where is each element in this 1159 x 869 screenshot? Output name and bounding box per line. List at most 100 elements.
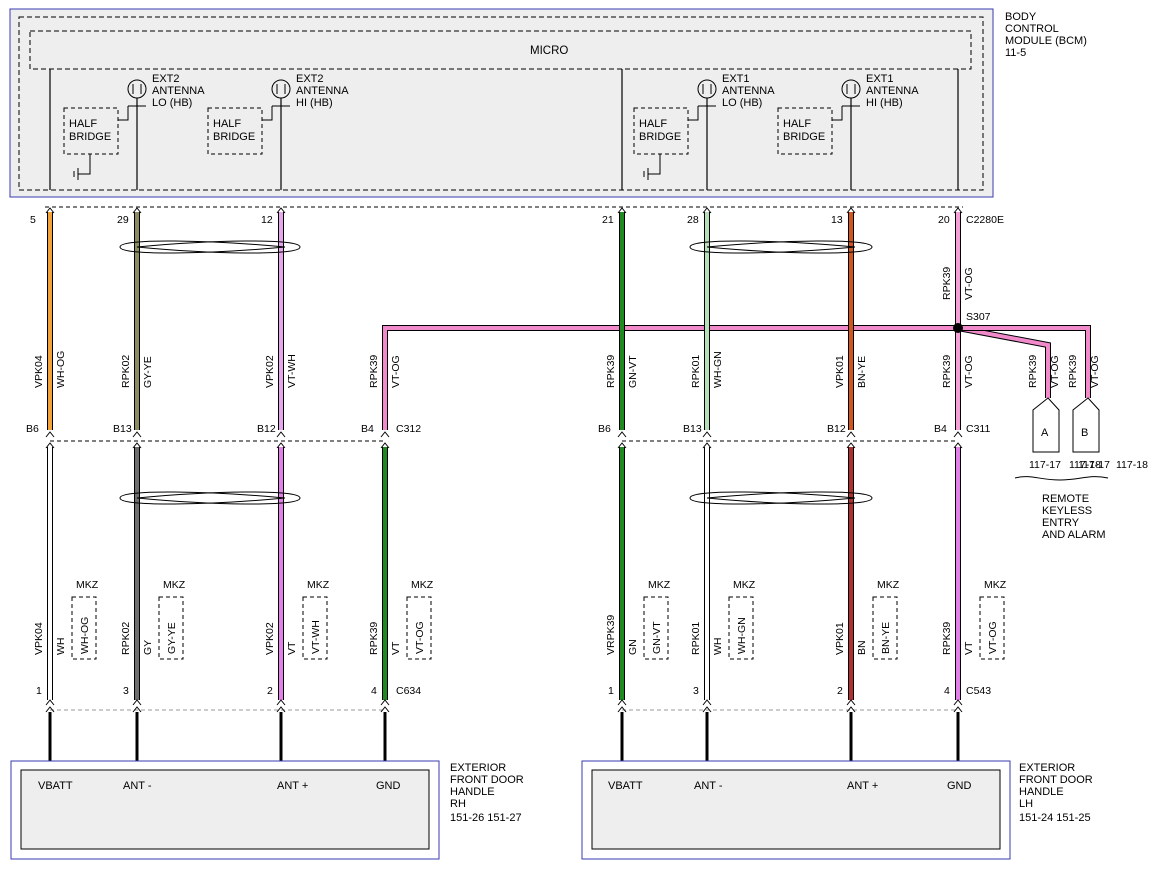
twisted-pair-lower-rh — [119, 491, 286, 505]
svg-text:RH: RH — [450, 798, 466, 810]
inline-pin-arrow-lower — [617, 442, 627, 449]
half-bridge-label: BRIDGE — [69, 131, 111, 143]
mkz-color-label: VT-OG — [987, 621, 999, 654]
handle-pin-arrow-lower — [617, 706, 627, 713]
wire-color-label: GY — [142, 640, 154, 655]
handle-pin-label: ANT - — [123, 780, 152, 792]
mkz-label: MKZ — [984, 579, 1007, 591]
svg-text:B: B — [1081, 427, 1088, 439]
mkz-color-label: WH-GN — [736, 617, 748, 654]
svg-text:151-24 151-25: 151-24 151-25 — [1019, 812, 1091, 824]
wire-color-label: VT — [286, 641, 298, 655]
svg-text:HI (HB): HI (HB) — [296, 97, 333, 109]
half-bridge-label: BRIDGE — [783, 131, 825, 143]
mkz-variant-box — [872, 596, 898, 660]
bcm-pin-arrow — [846, 207, 856, 214]
inline-pin-label: B12 — [257, 423, 276, 435]
svg-text:REMOTE: REMOTE — [1042, 493, 1089, 505]
antenna-ext2-hi: EXT2 ANTENNA HI (HB) — [271, 73, 349, 109]
handle-pin-label: ANT + — [277, 780, 308, 792]
handle-pin-label: GND — [947, 780, 972, 792]
handle-pin-arrow-lower — [380, 706, 390, 713]
wire-color-label: VT — [390, 641, 402, 655]
bcm-title-line: CONTROL — [1005, 23, 1059, 35]
wire-color-label: BN-YE — [856, 356, 868, 388]
svg-text:117-18: 117-18 — [1069, 459, 1101, 471]
twisted-pair-upper-rh — [136, 240, 301, 254]
wire-color-label: WH — [55, 638, 67, 656]
bcm-title: BODY CONTROL MODULE (BCM) 11-5 — [1005, 11, 1087, 59]
bcm-title-line: 11-5 — [1005, 47, 1026, 59]
half-bridge-label: HALF — [69, 118, 97, 130]
rpk39-harness — [382, 325, 1091, 430]
mkz-color-label: WH-OG — [79, 617, 91, 654]
wire-color-label: VT — [963, 641, 975, 655]
mkz-variant-box — [302, 596, 328, 660]
inline-pin-label: B6 — [598, 423, 611, 435]
bcm-pin-arrow — [45, 207, 55, 214]
half-bridge-label: HALF — [213, 118, 241, 130]
handle-pin-arrow-lower — [132, 706, 142, 713]
svg-text:EXT1: EXT1 — [866, 73, 894, 85]
half-bridge-label: HALF — [639, 118, 667, 130]
handle-pin-label: ANT - — [694, 780, 723, 792]
svg-text:117-17: 117-17 — [1078, 459, 1110, 471]
handle-pin-number: 1 — [608, 685, 614, 697]
wire-circuit-label: VPK04 — [33, 355, 45, 388]
inline-pin-label: B4 — [934, 423, 947, 435]
handle-lh: VBATT ANT - ANT + GND EXTERIOR FRONT DOO… — [581, 760, 1093, 860]
handle-pin-label: GND — [376, 780, 401, 792]
svg-text:HI (HB): HI (HB) — [866, 97, 903, 109]
wire-color-label: GN-VT — [627, 355, 639, 388]
wire-circuit-label: RPK01 — [690, 622, 702, 655]
handle-pin-number: 4 — [944, 685, 950, 697]
svg-text:RPK39: RPK39 — [1027, 355, 1039, 388]
handle-pin-label: ANT + — [847, 780, 878, 792]
svg-text:EXT1: EXT1 — [722, 73, 750, 85]
mkz-variant-box — [158, 596, 184, 660]
wire-color-label: WH-GN — [712, 351, 724, 388]
bcm-pin-arrow — [132, 207, 142, 214]
connector-label: C2280E — [966, 214, 1004, 226]
wire-circuit-label: RPK39 — [368, 622, 380, 655]
mkz-color-label: VT-OG — [414, 621, 426, 654]
inline-pin-arrow-lower — [132, 442, 142, 449]
handle-pin-arrow — [276, 699, 286, 706]
wire-circuit-label: RPK39 — [605, 355, 617, 388]
twisted-pair-upper-lh — [706, 240, 873, 254]
antenna-ext1-hi: EXT1 ANTENNA HI (HB) — [841, 73, 919, 109]
svg-text:HANDLE: HANDLE — [450, 786, 495, 798]
handle-pin-arrow — [45, 699, 55, 706]
mkz-label: MKZ — [76, 579, 99, 591]
handle-pin-number: 4 — [371, 685, 377, 697]
bcm-pin-number: 28 — [687, 214, 699, 226]
wire-circuit-label: VRPK39 — [605, 615, 617, 655]
svg-text:EXTERIOR: EXTERIOR — [1019, 762, 1075, 774]
connector-label: C634 — [396, 685, 421, 697]
svg-text:AND ALARM: AND ALARM — [1042, 529, 1106, 541]
half-bridge-label: HALF — [783, 118, 811, 130]
svg-text:EXTERIOR: EXTERIOR — [450, 762, 506, 774]
inline-pin-arrow-lower — [953, 442, 963, 449]
wire-color-label: WH-OG — [55, 351, 67, 388]
mkz-variant-box — [406, 596, 432, 660]
mkz-label: MKZ — [877, 579, 900, 591]
wire-color-label: GN — [627, 639, 639, 655]
handle-pin-number: 3 — [123, 685, 129, 697]
wire-circuit-label: RPK39 — [941, 355, 953, 388]
inline-pin-arrow — [953, 431, 963, 438]
svg-text:VT-OG: VT-OG — [1089, 355, 1101, 388]
inline-pin-label: B13 — [113, 423, 132, 435]
bcm-pin-arrow — [276, 207, 286, 214]
inline-pin-arrow — [132, 431, 142, 438]
handle-pin-number: 3 — [693, 685, 699, 697]
wire-color-label: VT-WH — [286, 354, 298, 388]
micro-box — [29, 30, 972, 70]
svg-text:EXT2: EXT2 — [152, 73, 180, 85]
mkz-color-label: VT-WH — [310, 620, 322, 654]
mkz-color-label: GN-VT — [651, 621, 663, 654]
antenna-ext1-lo: EXT1 ANTENNA LO (HB) — [697, 73, 775, 109]
wire-circuit-label: RPK01 — [690, 355, 702, 388]
mkz-variant-box — [643, 596, 669, 660]
